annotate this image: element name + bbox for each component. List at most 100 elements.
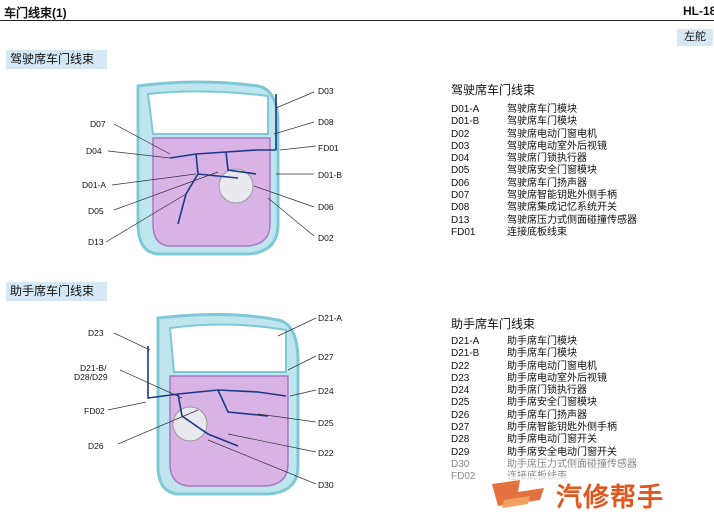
connector-name: 驾驶席安全门窗模块 [507, 165, 597, 177]
connector-name: 助手席门锁执行器 [507, 385, 587, 397]
connector-name: 助手席车门扬声器 [507, 409, 587, 421]
connector-code: D03 [451, 140, 470, 152]
list-item: D07 驾驶席智能钥匙外侧手柄 [451, 190, 637, 202]
page-title: 车门线束(1) [4, 6, 67, 20]
list-item: D25 助手席安全门窗模块 [451, 397, 637, 409]
watermark-text: 汽修帮手 [556, 482, 665, 512]
connector-code: D21-B [451, 348, 480, 360]
callout-d28-d29: D28/D29 [74, 372, 108, 382]
list-item: D29 助手席安全电动门窗开关 [451, 447, 637, 459]
leader-lines [105, 91, 317, 243]
connector-code: D01-A [451, 104, 480, 115]
connector-code: D01-B [451, 116, 480, 128]
connector-name: 驾驶席电动门窗电机 [507, 128, 597, 140]
connector-code: D13 [451, 214, 470, 226]
callout-d05: D05 [88, 206, 104, 216]
connector-name: 助手席电动门窗电机 [507, 360, 597, 372]
list-item: D21-A 助手席车门模块 [451, 336, 637, 348]
connector-name: 驾驶席车门扬声器 [507, 177, 587, 189]
connector-code: D26 [451, 409, 470, 421]
inner-panel [152, 137, 271, 247]
list-item: D06 驾驶席车门扬声器 [451, 178, 637, 190]
callout-d03: D03 [318, 86, 334, 96]
connector-code: D02 [451, 128, 470, 140]
connector-name: 驾驶席集成记忆系统开关 [507, 202, 617, 214]
callout-d21b: D21-B/ [80, 363, 107, 373]
list-item: D01-A 驾驶席车门模块 [451, 104, 637, 116]
connector-code: D29 [451, 446, 470, 458]
connector-code: D23 [451, 372, 470, 384]
window-opening [146, 90, 269, 135]
driver-connector-list: D01-A 驾驶席车门模块 D01-B 驾驶席车门模块 D02 驾驶席电动门窗电机 D… [451, 104, 637, 239]
connector-code: D25 [451, 397, 470, 409]
connector-name: 驾驶席车门模块 [507, 104, 577, 115]
header-divider [0, 20, 714, 21]
wire-harness [169, 149, 276, 225]
list-item: FD01 连接底板线束 [451, 227, 637, 239]
connector-name: 助手席压力式侧面碰撞传感器 [507, 458, 637, 470]
list-item: D21-B 助手席车门模块 [451, 348, 637, 360]
list-item: D26 助手席车门扬声器 [451, 410, 637, 422]
connector-code: D08 [451, 202, 470, 214]
leader-lines [107, 317, 317, 485]
list-item: D02 驾驶席电动门窗电机 [451, 129, 637, 141]
connector-name: 助手席安全门窗模块 [507, 397, 597, 409]
connector-name: 助手席电动室外后视镜 [507, 372, 607, 384]
connector-name: 助手席智能钥匙外侧手柄 [507, 422, 617, 434]
driver-door-diagram [105, 80, 317, 256]
speaker [218, 168, 254, 204]
connector-name: 连接底板线束 [507, 226, 567, 238]
callout-fd01: FD01 [318, 143, 339, 153]
callout-d25: D25 [318, 418, 334, 428]
callout-d07: D07 [90, 119, 106, 129]
callout-d01b: D01-B [318, 170, 343, 180]
connector-code: D04 [451, 153, 470, 165]
connector-code: D06 [451, 177, 470, 189]
list-item: D28 助手席电动门窗开关 [451, 434, 637, 446]
connector-code: D07 [451, 190, 470, 202]
callout-d23: D23 [88, 328, 104, 338]
list-item: D24 助手席门锁执行器 [451, 385, 637, 397]
connector-name: 助手席电动门窗开关 [507, 434, 597, 446]
list-item: D01-B 驾驶席车门模块 [451, 116, 637, 128]
connector-code: FD01 [451, 226, 476, 238]
connector-name: 驾驶席车门模块 [507, 116, 577, 128]
callout-fd02: FD02 [84, 406, 105, 416]
driver-section-label: 驾驶席车门线束 [6, 50, 107, 69]
connector-name: 驾驶席智能钥匙外侧手柄 [507, 190, 617, 202]
driver-list-title: 驾驶席车门线束 [451, 83, 536, 97]
connector-name: 驾驶席电动室外后视镜 [507, 140, 607, 152]
connector-code: D28 [451, 434, 470, 446]
drive-side-badge: 左舵 [677, 29, 713, 46]
list-item: D03 驾驶席电动室外后视镜 [451, 141, 637, 153]
callout-d21a: D21-A [318, 313, 343, 323]
callout-d24: D24 [318, 386, 334, 396]
callout-d04: D04 [86, 146, 102, 156]
list-item: D05 驾驶席安全门窗模块 [451, 165, 637, 177]
list-item: D23 助手席电动室外后视镜 [451, 373, 637, 385]
callout-d22: D22 [318, 448, 334, 458]
connector-name: 助手席安全电动门窗开关 [507, 446, 617, 458]
page-code: HL-18 [683, 4, 714, 18]
callout-d08: D08 [318, 117, 334, 127]
connector-code: D05 [451, 165, 470, 177]
speaker [172, 406, 208, 442]
passenger-list-title: 助手席车门线束 [451, 317, 536, 331]
callout-d13: D13 [88, 237, 104, 247]
connector-name: 助手席车门模块 [507, 348, 577, 360]
callout-d30: D30 [318, 480, 334, 490]
callout-d01a: D01-A [82, 180, 107, 190]
connector-name: 助手席车门模块 [507, 336, 577, 347]
watermark-logo-icon [484, 476, 714, 512]
connector-code: D21-A [451, 336, 480, 347]
connector-code: FD02 [451, 471, 476, 483]
list-item: D08 驾驶席集成记忆系统开关 [451, 202, 637, 214]
connector-code: D24 [451, 385, 470, 397]
